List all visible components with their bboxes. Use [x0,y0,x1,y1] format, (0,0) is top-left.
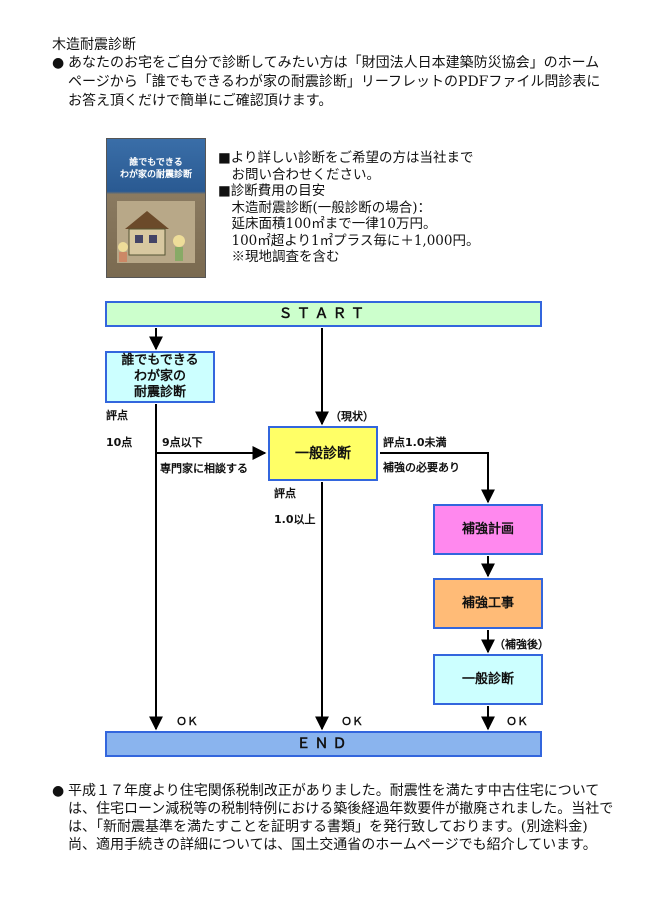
leaflet-cover-image: 誰でもできる わが家の耐震診断 [106,138,206,278]
label-10-points: 10点 [106,436,133,449]
label-hyoten-1: 評点 [106,409,128,422]
intro-text: あなたのお宅をご自分で診断してみたい方は「財団法人日本建築防災協会」のホームペー… [68,55,601,109]
label-need-reinforcement: 補強の必要あり [383,461,460,474]
page-title: 木造耐震診断 [52,37,136,53]
footer-procedure-text: 尚、適用手続きの詳細については、国土交通省のホームページでも紹介しています。 [68,837,597,853]
label-hyoten-2: 評点 [274,487,296,500]
label-ok-center: ＯＫ [341,715,363,728]
label-ok-right: ＯＫ [506,715,528,728]
bullet: ● [52,783,65,799]
label-ok-left: ＯＫ [176,715,198,728]
label-after-reinforcement: （補強後） [494,638,549,651]
reinforcement-plan-box: 補強計画 [433,504,543,555]
bullet: ● [52,55,65,71]
label-score-under-1: 評点1.0未満 [383,436,447,449]
start-box: ＳＴＡＲＴ [105,301,542,327]
end-box: ＥＮＤ [105,731,542,757]
general-diagnosis-after-box: 一般診断 [433,654,543,705]
label-current: （現状） [330,410,374,423]
label-1-or-more: 1.0以上 [274,513,316,526]
leaflet-cover-title: 誰でもできる わが家の耐震診断 [119,158,192,180]
house-illustration-icon [117,201,195,263]
general-diagnosis-box: 一般診断 [268,426,378,481]
footer-notes: ● 平成１７年度より住宅関係税制改正がありました。耐震性を満たす中古住宅について… [52,782,617,854]
footer-tax-text: 平成１７年度より住宅関係税制改正がありました。耐震性を満たす中古住宅については、… [68,783,614,835]
intro-paragraph: ● あなたのお宅をご自分で診断してみたい方は「財団法人日本建築防災協会」のホーム… [52,54,612,111]
self-check-box: 誰でもできる わが家の 耐震診断 [105,351,215,403]
arrow-general-to-plan [380,452,495,504]
label-consult-expert: 専門家に相談する [160,462,248,475]
diagnosis-info: ■より詳しい診断をご希望の方は当社まで お問い合わせください。 ■診断費用の目安… [218,150,480,265]
label-9-below: 9点以下 [162,436,203,449]
reinforcement-work-box: 補強工事 [433,578,543,629]
